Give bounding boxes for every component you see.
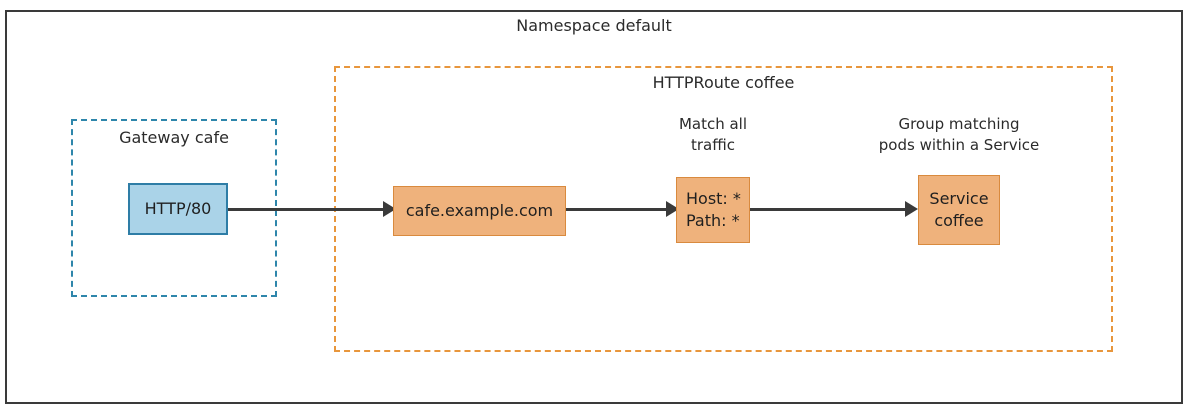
match-caption: Match all traffic bbox=[638, 114, 788, 156]
gateway-listener-node[interactable]: HTTP/80 bbox=[128, 183, 228, 235]
gateway-title: Gateway cafe bbox=[119, 128, 229, 147]
connector-hostname-to-match bbox=[566, 208, 672, 211]
httproute-match-node[interactable]: Host: * Path: * bbox=[676, 177, 750, 243]
httproute-backend-service-node[interactable]: Service coffee bbox=[918, 175, 1000, 245]
backend-service-kind: Service bbox=[929, 189, 989, 208]
match-caption-line-2: traffic bbox=[691, 136, 735, 154]
httproute-hostname-label: cafe.example.com bbox=[405, 201, 554, 220]
match-caption-line-1: Match all bbox=[678, 115, 748, 133]
match-rule-text: Host: * Path: * bbox=[686, 188, 749, 232]
backend-service-name: coffee bbox=[934, 211, 984, 230]
backend-caption-line-2: pods within a Service bbox=[878, 136, 1040, 154]
httproute-hostname-node[interactable]: cafe.example.com bbox=[393, 186, 566, 236]
backend-caption: Group matching pods within a Service bbox=[848, 114, 1070, 156]
match-rule-host: Host: * bbox=[686, 189, 741, 208]
arrowhead-icon bbox=[905, 201, 918, 217]
backend-service-text: Service coffee bbox=[919, 188, 999, 232]
match-rule-path: Path: * bbox=[686, 211, 740, 230]
arrowhead-icon bbox=[383, 201, 396, 217]
arrowhead-icon bbox=[666, 201, 679, 217]
httproute-title: HTTPRoute coffee bbox=[652, 73, 795, 92]
backend-caption-line-1: Group matching bbox=[898, 115, 1020, 133]
gateway-listener-label: HTTP/80 bbox=[144, 199, 212, 218]
connector-match-to-service bbox=[750, 208, 913, 211]
namespace-title: Namespace default bbox=[516, 16, 672, 35]
connector-listener-to-hostname bbox=[228, 208, 388, 211]
